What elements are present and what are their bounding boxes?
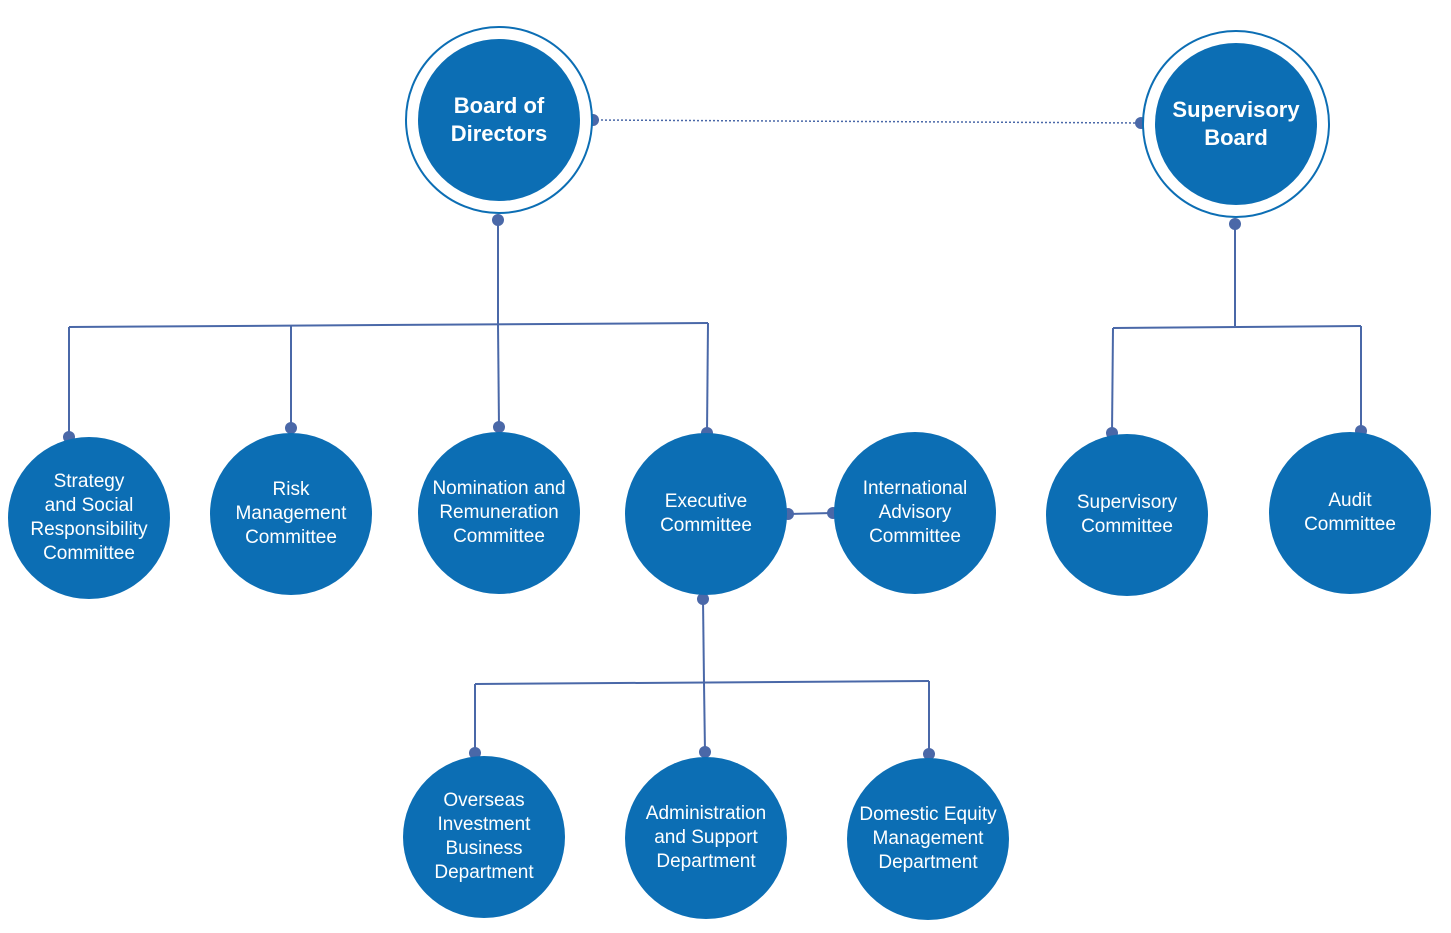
- connector-dot: [923, 748, 935, 760]
- connector-dot: [699, 746, 711, 758]
- connector-dot: [1229, 218, 1241, 230]
- nomination-committee-node[interactable]: Nomination and Remuneration Committee: [418, 432, 580, 594]
- supervisory-board-label: Supervisory Board: [1172, 97, 1300, 150]
- strategy-committee-label: Strategy and Social Responsibility Commi…: [30, 471, 148, 564]
- administration-department-node[interactable]: Administration and Support Department: [625, 757, 787, 919]
- supervisory-board-node[interactable]: Supervisory Board: [1155, 43, 1317, 205]
- connector-board-bar: [68, 322, 709, 328]
- administration-department-label: Administration and Support Department: [645, 803, 767, 872]
- audit-committee-node[interactable]: Audit Committee: [1269, 432, 1431, 594]
- connector-board-link: [592, 119, 1142, 124]
- connector-executive-bar: [474, 680, 930, 685]
- connector-supervisory-committee: [1111, 327, 1114, 434]
- supervisory-committee-label: Supervisory Committee: [1076, 492, 1178, 537]
- risk-committee-node[interactable]: Risk Management Committee: [210, 433, 372, 595]
- connector-dot: [697, 593, 709, 605]
- supervisory-committee-node[interactable]: Supervisory Committee: [1046, 434, 1208, 596]
- nomination-committee-label: Nomination and Remuneration Committee: [432, 478, 566, 547]
- connector-executive-trunk: [702, 598, 705, 684]
- risk-committee-label: Risk Management Committee: [235, 479, 347, 548]
- audit-committee-label: Audit Committee: [1304, 490, 1396, 535]
- connector-dot: [493, 421, 505, 433]
- strategy-committee-node[interactable]: Strategy and Social Responsibility Commi…: [8, 437, 170, 599]
- overseas-department-node[interactable]: Overseas Investment Business Department: [403, 756, 565, 918]
- connector-administration: [703, 682, 706, 753]
- international-committee-label: International Advisory Committee: [862, 478, 968, 547]
- connector-dot: [492, 214, 504, 226]
- overseas-department-label: Overseas Investment Business Department: [434, 790, 534, 883]
- connector-nomination: [497, 323, 500, 428]
- executive-committee-node[interactable]: Executive Committee: [625, 433, 787, 595]
- international-committee-node[interactable]: International Advisory Committee: [834, 432, 996, 594]
- executive-committee-label: Executive Committee: [660, 491, 752, 536]
- board-of-directors-node[interactable]: Board of Directors: [418, 39, 580, 201]
- connector-dot: [285, 422, 297, 434]
- domestic-equity-department-label: Domestic Equity Management Department: [859, 804, 997, 873]
- connector-executive-international: [787, 512, 834, 515]
- domestic-equity-department-node[interactable]: Domestic Equity Management Department: [847, 758, 1009, 920]
- connector-supervisory-bar: [1112, 325, 1362, 329]
- connector-executive: [706, 322, 709, 434]
- board-of-directors-label: Board of Directors: [450, 93, 548, 146]
